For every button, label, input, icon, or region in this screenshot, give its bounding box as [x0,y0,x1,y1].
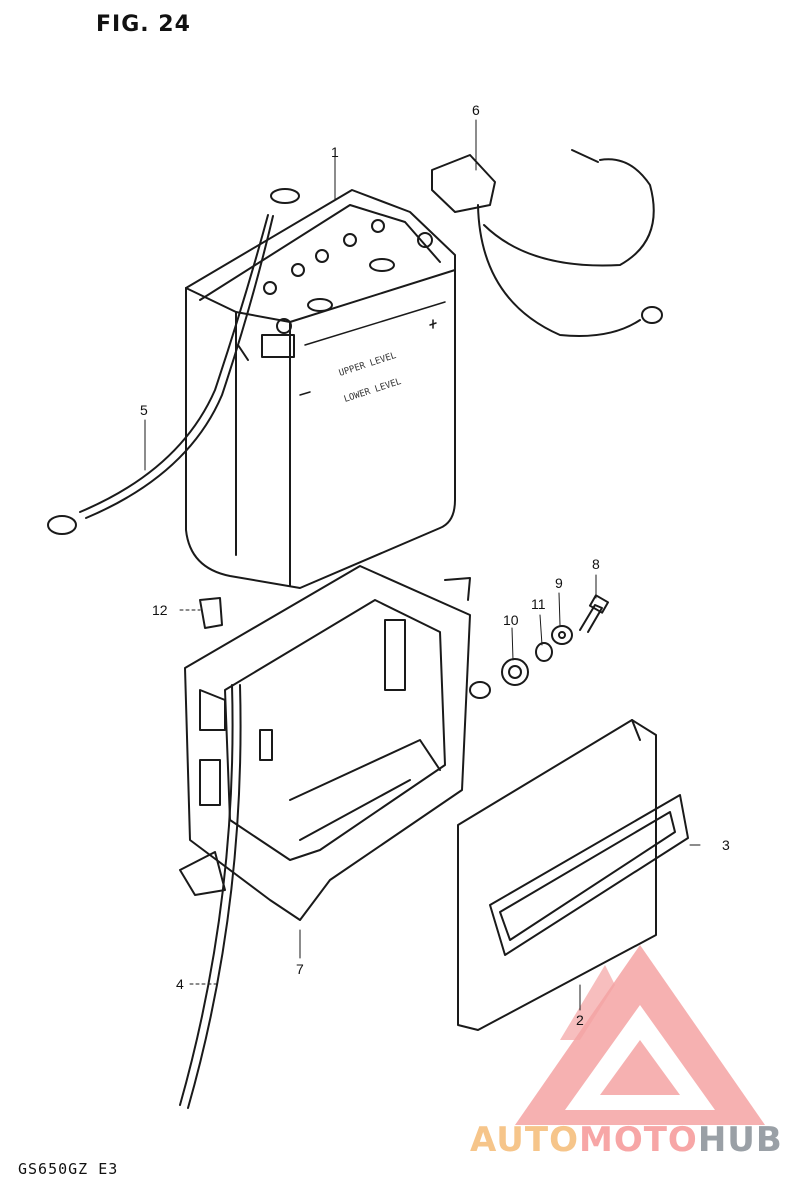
callout-9: 9 [555,575,563,591]
watermark-part-moto: MOTO [578,1120,698,1160]
watermark-part-auto: AUTO [470,1120,579,1160]
callout-leaders [144,119,701,1011]
callout-3: 3 [722,837,730,853]
model-code: GS650GZ E3 [18,1160,119,1178]
fastener-bolt [579,594,610,633]
battery [185,189,456,589]
battery-cover [457,719,657,1031]
callout-12: 12 [152,602,168,618]
negative-lead-cable [47,188,300,535]
fastener-spacer [535,642,553,662]
callout-11: 11 [531,596,546,612]
positive-lead-cable [431,149,663,337]
lower-level-label: LOWER LEVEL [343,377,403,405]
battery-strap [489,794,689,956]
callout-4: 4 [176,976,184,992]
callout-1: 1 [331,144,339,160]
watermark-part-hub: HUB [697,1120,783,1160]
watermark-logo [515,945,765,1125]
callout-6: 6 [472,102,480,118]
watermark-text: AUTOMOTOHUB [470,1120,783,1160]
tube-cap [199,597,223,629]
fastener-grommet [501,658,529,686]
figure-title: FIG. 24 [96,12,191,37]
callout-2: 2 [576,1012,584,1028]
callout-10: 10 [503,612,519,628]
breather-tube [179,684,242,1109]
battery-case [179,565,491,921]
callout-8: 8 [592,556,600,572]
fastener-washer [551,625,573,645]
upper-level-label: UPPER LEVEL [338,351,398,379]
callout-7: 7 [296,961,304,977]
callout-5: 5 [140,402,148,418]
